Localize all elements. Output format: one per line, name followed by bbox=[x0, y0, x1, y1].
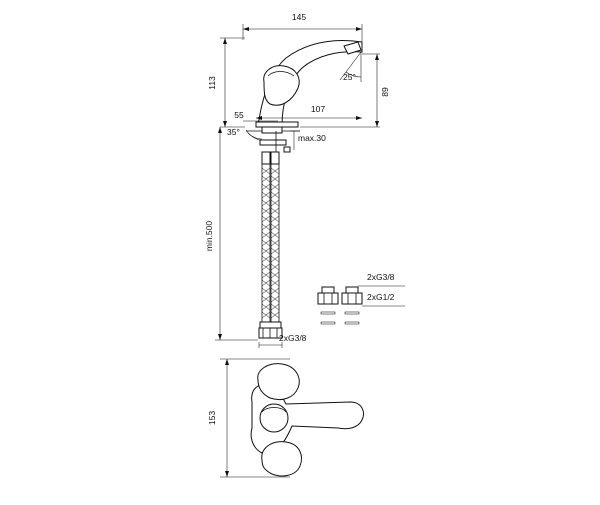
dim-mount-offset: 55 bbox=[234, 110, 244, 120]
dim-plan-depth: 153 bbox=[207, 411, 217, 425]
plan-handle-bottom bbox=[261, 441, 302, 477]
aerator bbox=[343, 41, 362, 55]
hose-nut-upper bbox=[259, 321, 282, 329]
dim-spout-width: 145 bbox=[292, 12, 306, 22]
lever-handle bbox=[263, 65, 300, 106]
hose-nut-lower bbox=[258, 327, 283, 339]
dim-adapter-thread-a: 2xG3/8 bbox=[367, 272, 395, 282]
fixing-bracket bbox=[283, 146, 291, 153]
dim-reach: 107 bbox=[311, 104, 325, 114]
plan-handle-top bbox=[257, 363, 300, 401]
side-elevation: 145 113 25° 89 107 bbox=[204, 12, 390, 348]
base-plate bbox=[255, 121, 299, 128]
mounting-nut bbox=[259, 139, 287, 146]
dim-min-hose: min.500 bbox=[204, 221, 214, 252]
dim-adapter-thread-b: 2xG1/2 bbox=[367, 292, 395, 302]
thread-adapters: 2xG3/8 2xG1/2 bbox=[317, 272, 405, 325]
dim-outlet-height: 89 bbox=[380, 87, 390, 97]
braided-hoses bbox=[258, 151, 283, 339]
dim-max-deck: max.30 bbox=[298, 133, 326, 143]
plan-view: 153 bbox=[207, 358, 364, 478]
dim-mount-angle: 35° bbox=[227, 127, 240, 137]
deck-gasket bbox=[261, 126, 283, 134]
dim-hose-thread: 2xG3/8 bbox=[279, 333, 307, 343]
dim-height: 113 bbox=[207, 76, 217, 90]
plan-hub bbox=[259, 403, 289, 433]
dim-spout-angle: 25° bbox=[343, 72, 356, 82]
